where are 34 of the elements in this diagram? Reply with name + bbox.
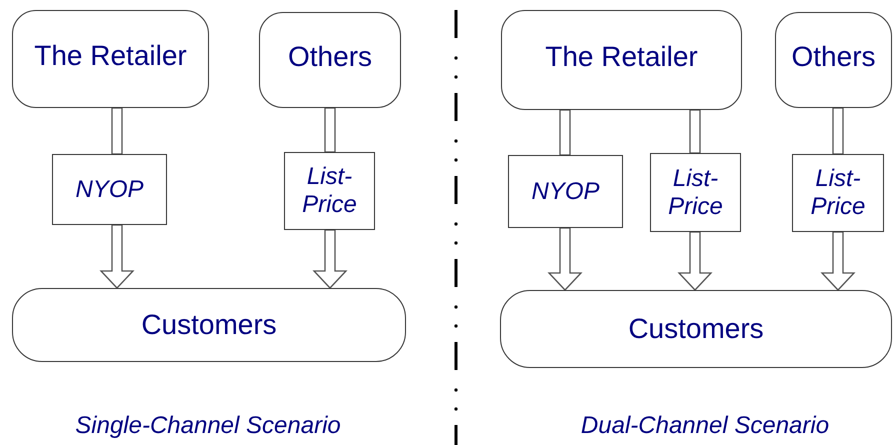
- rounded-box: [12, 288, 406, 362]
- rounded-box: [500, 290, 892, 368]
- node-label: Others: [791, 40, 876, 74]
- process-box: [792, 154, 884, 232]
- node-label: Customers: [628, 312, 764, 346]
- node-label: List-Price: [667, 164, 724, 220]
- node-label: List-Price: [301, 163, 358, 219]
- connector: [559, 109, 571, 156]
- node-label: NYOP: [531, 178, 600, 206]
- process-box: [284, 152, 375, 230]
- block-arrow: [678, 231, 712, 291]
- node-label: Others: [288, 40, 372, 74]
- node-label: List-Price: [810, 165, 866, 221]
- rounded-box: [775, 12, 892, 108]
- connector: [324, 107, 336, 153]
- connector: [832, 107, 844, 155]
- rounded-box: [12, 10, 209, 108]
- block-arrow: [548, 227, 582, 291]
- node-label: The Retailer: [34, 40, 187, 72]
- node-label: Customers: [141, 308, 277, 342]
- connector: [689, 109, 701, 154]
- scenario-caption: Dual-Channel Scenario: [580, 412, 830, 440]
- block-arrow: [312, 229, 348, 289]
- node-label: The Retailer: [545, 40, 698, 74]
- rounded-box: [501, 10, 742, 110]
- block-arrow: [820, 231, 856, 291]
- process-box: [508, 155, 623, 228]
- process-box: [52, 154, 167, 225]
- node-label: NYOP: [75, 176, 144, 204]
- scenario-caption: Single-Channel Scenario: [75, 412, 341, 440]
- connector: [111, 107, 123, 155]
- block-arrow: [100, 224, 134, 289]
- process-box: [650, 153, 741, 232]
- rounded-box: [259, 12, 401, 108]
